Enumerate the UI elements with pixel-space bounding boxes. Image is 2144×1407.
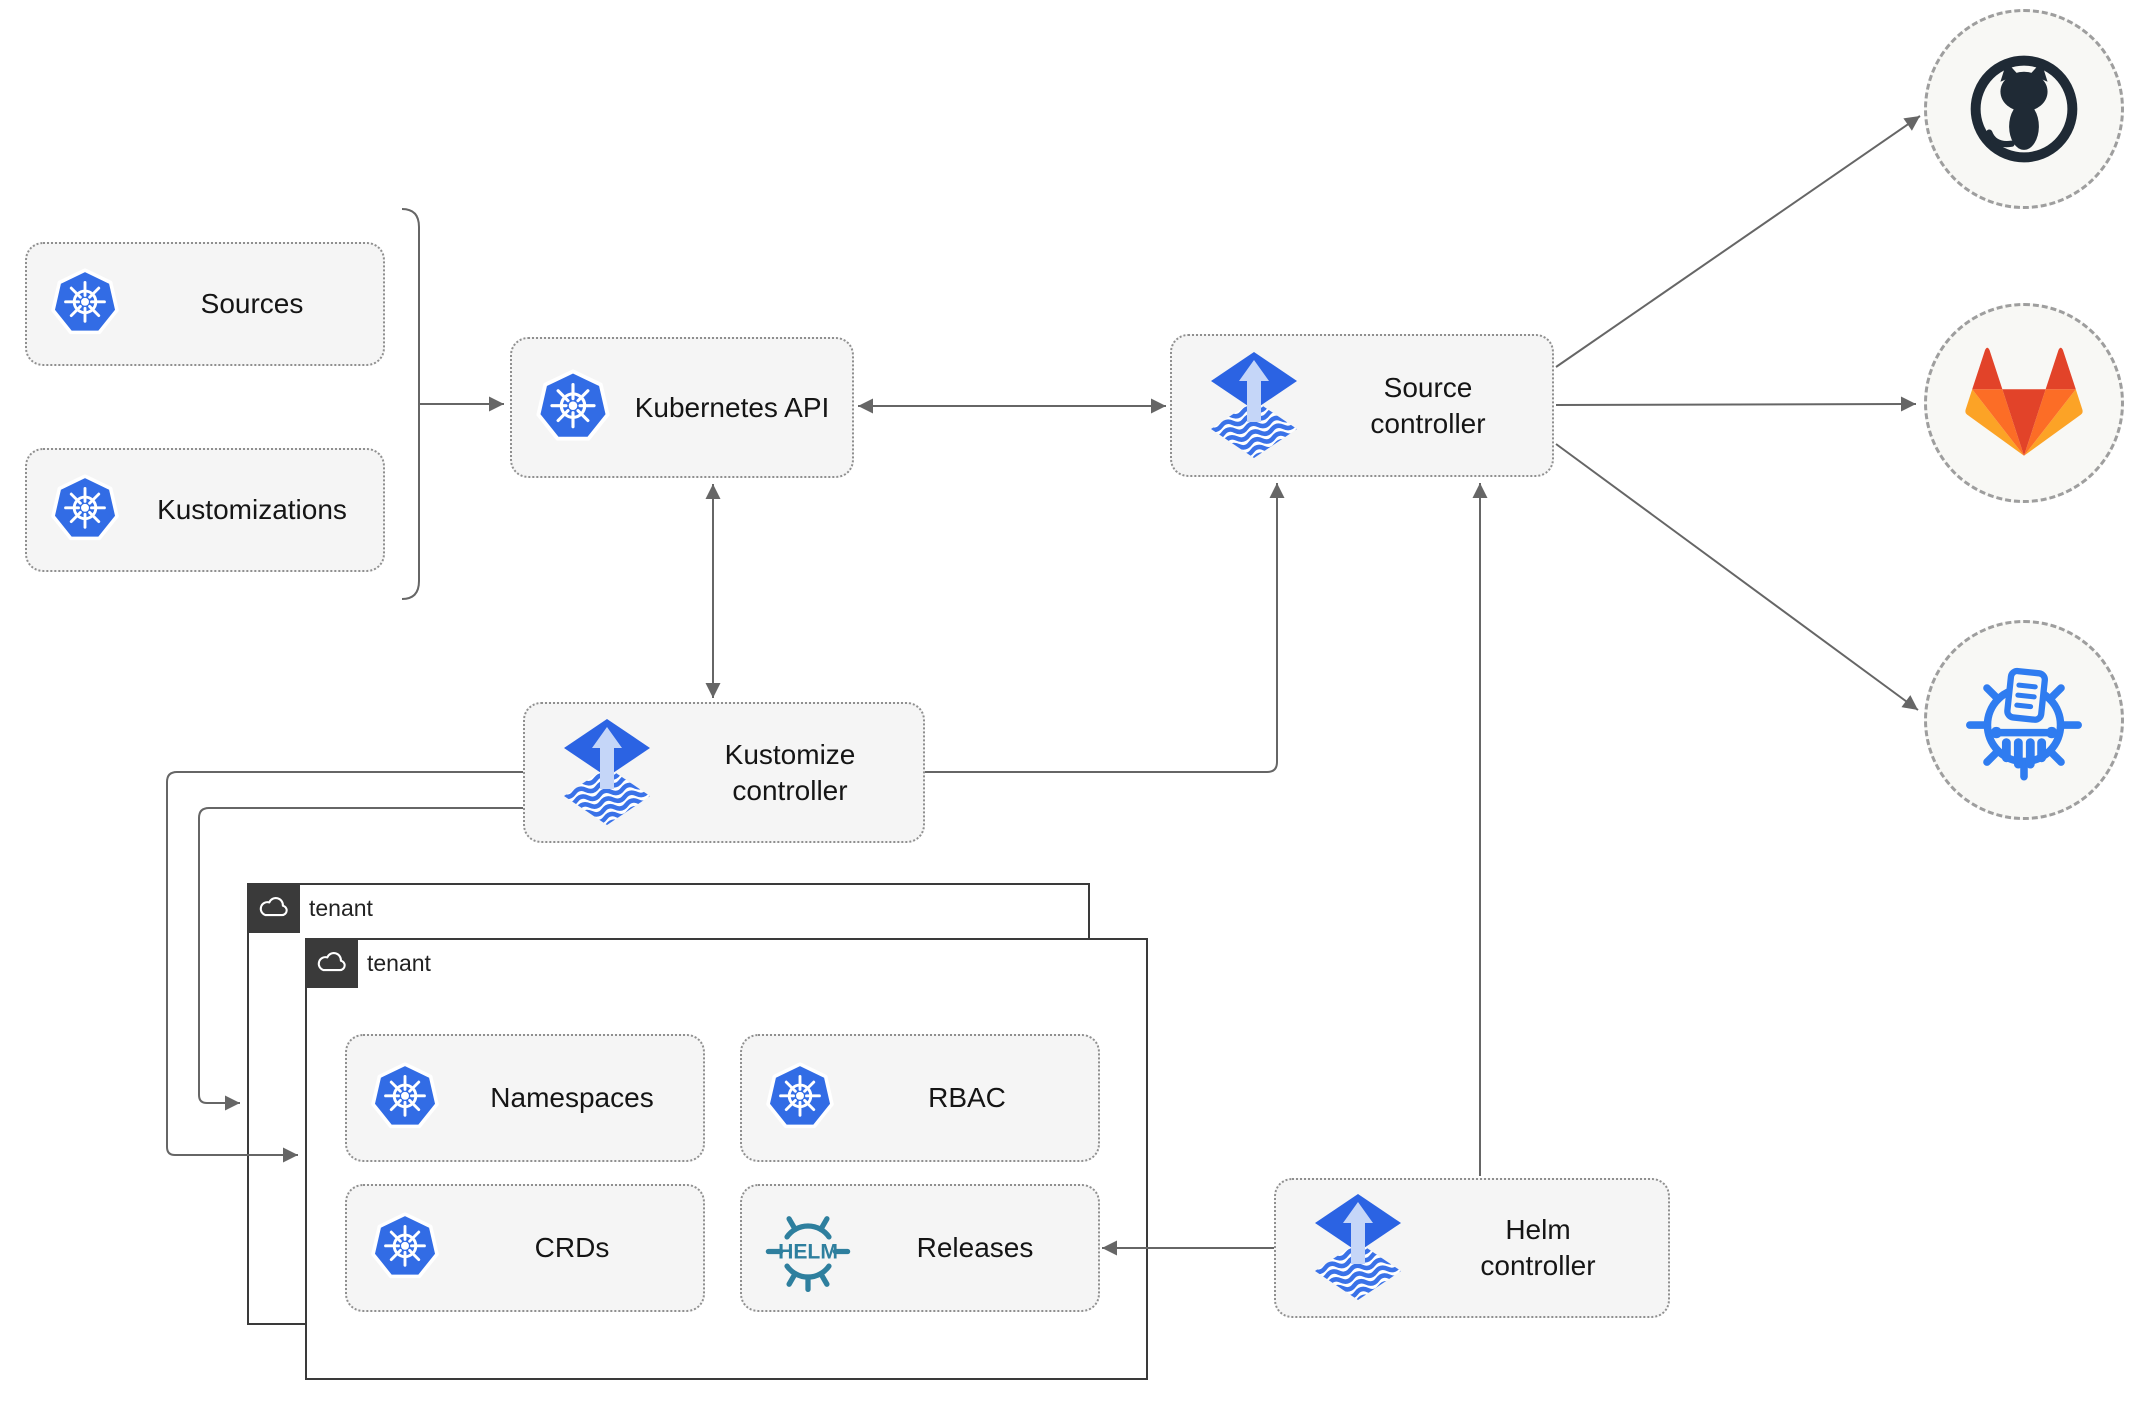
kubernetes-icon (49, 474, 121, 546)
sources-label: Sources (200, 288, 304, 319)
edge-kustomize-controller-source-controller (925, 483, 1285, 773)
kubernetes-api-label: Kubernetes API (634, 391, 830, 423)
flux-icon (1204, 350, 1304, 462)
helm-controller-label: Helm controller (1480, 1214, 1596, 1281)
kustomize-controller-label: Kustomize controller (724, 738, 856, 806)
edge-source-controller-github (1555, 115, 1921, 368)
github-icon (1970, 55, 2078, 163)
flux-icon (1308, 1192, 1408, 1304)
sources-node: Sources (25, 242, 385, 366)
kustomizations-node: Kustomizations (25, 448, 385, 572)
crds-node: CRDs (345, 1184, 705, 1312)
rbac-node: RBAC (740, 1034, 1100, 1162)
gitlab-target (1924, 303, 2124, 503)
helm-controller-node: Helm controller (1274, 1178, 1670, 1318)
kubernetes-icon (369, 1062, 441, 1134)
edge-source-controller-gitlab (1555, 396, 1917, 412)
cloud-icon (259, 897, 288, 917)
tenant-back-label: tenant (309, 894, 373, 921)
kubernetes-icon (49, 268, 121, 340)
releases-label: Releases (916, 1232, 1034, 1263)
namespaces-node: Namespaces (345, 1034, 705, 1162)
gitlab-icon (1965, 347, 2083, 456)
tenant-tab (305, 938, 358, 988)
edge-source-controller-helm-repository (1555, 443, 1919, 711)
chart-repository-icon (1966, 667, 2082, 781)
rbac-label: RBAC (928, 1082, 1006, 1113)
crds-label: CRDs (534, 1232, 610, 1263)
flux-icon (557, 717, 657, 829)
kustomizations-label: Kustomizations (157, 494, 347, 525)
releases-node: HELM Releases (740, 1184, 1100, 1312)
namespaces-label: Namespaces (490, 1082, 654, 1113)
cloud-icon (317, 952, 346, 972)
tenant-front-label: tenant (367, 949, 431, 976)
kubernetes-icon (534, 369, 612, 447)
edge-bracket (401, 208, 420, 600)
kubernetes-icon (764, 1062, 836, 1134)
kustomize-controller-node: Kustomize controller (523, 702, 925, 843)
helm-icon: HELM (765, 1216, 851, 1292)
source-controller-node: Source controller (1170, 334, 1554, 477)
tenant-group-front: tenant Namespaces RBAC CRDs (305, 938, 1148, 1380)
kubernetes-api-node: Kubernetes API (510, 337, 854, 478)
helm-repository-target (1924, 620, 2124, 820)
github-target (1924, 9, 2124, 209)
source-controller-label: Source controller (1370, 371, 1486, 439)
tenant-tab (247, 883, 300, 933)
kubernetes-icon (369, 1212, 441, 1284)
helm-logo-text: HELM (778, 1241, 838, 1264)
